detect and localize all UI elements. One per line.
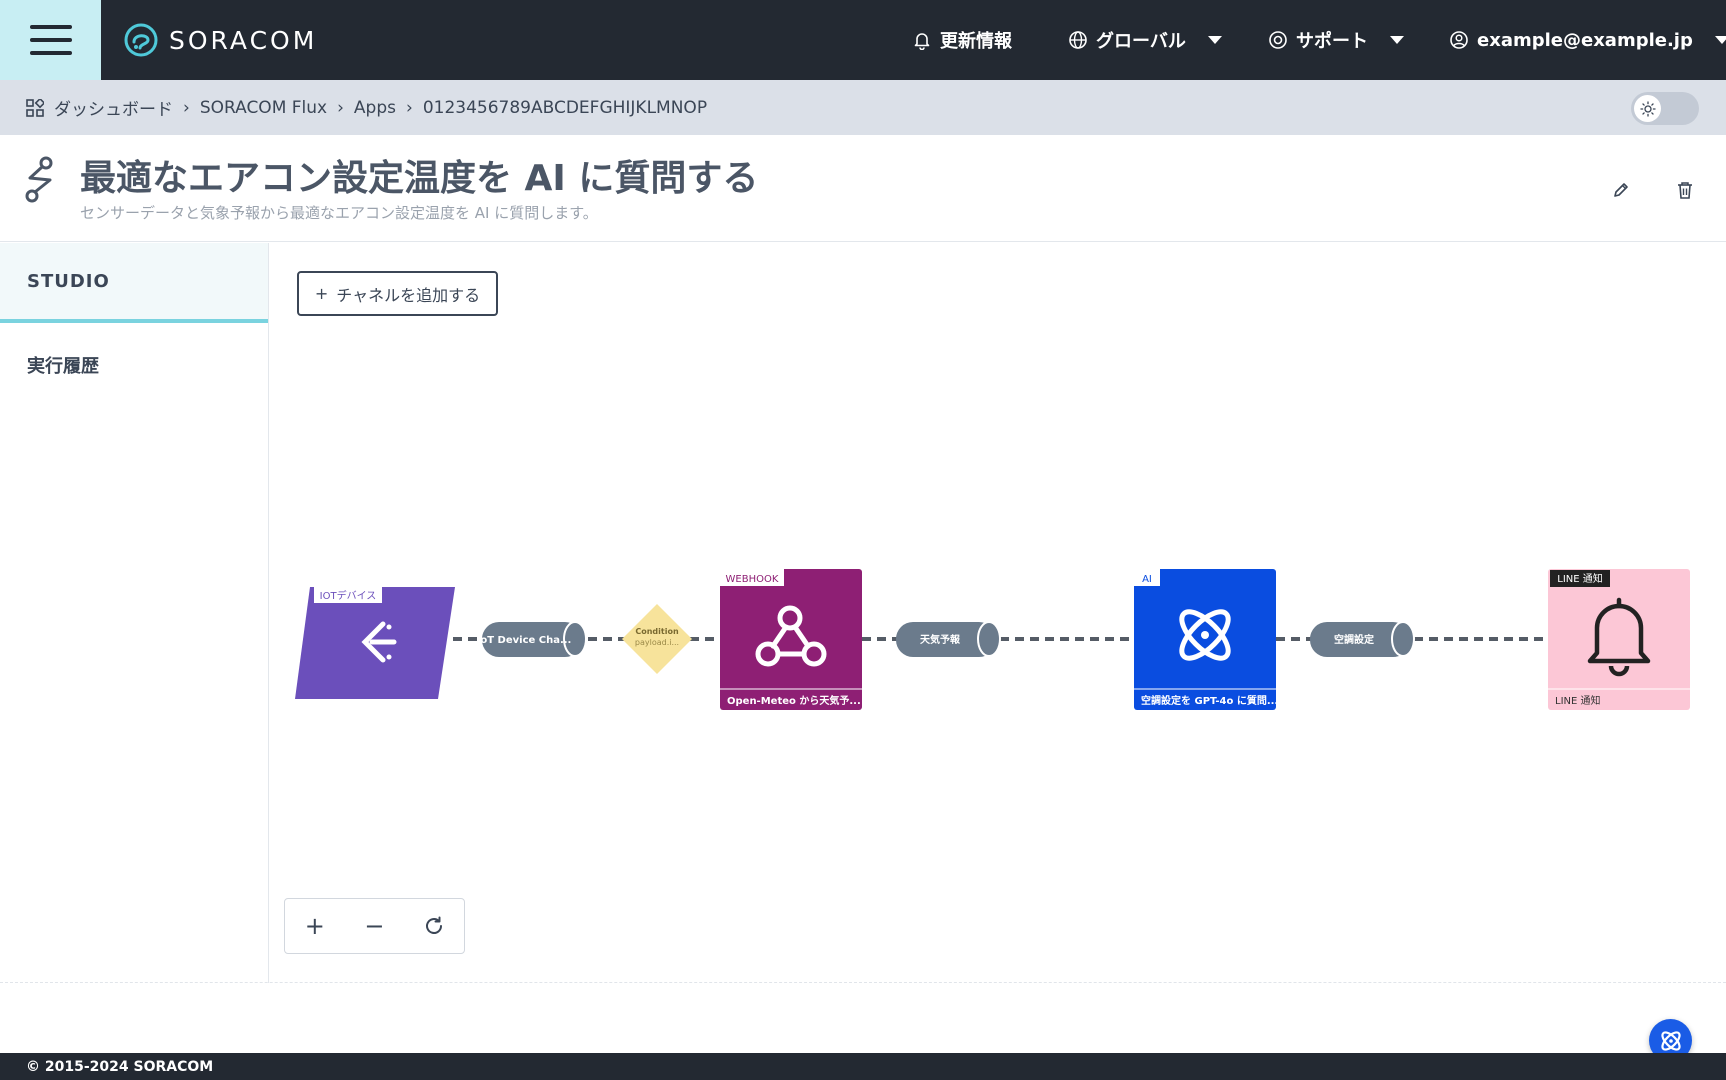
ac-channel-node[interactable]: 空調設定 [1310, 621, 1415, 657]
page-title: 最適なエアコン設定温度を AI に質問する [80, 158, 759, 199]
support-dropdown[interactable]: サポート [1268, 0, 1404, 80]
footer: © 2015-2024 SORACOM [0, 1053, 1726, 1080]
region-label: グローバル [1096, 31, 1186, 52]
atom-icon [1660, 1030, 1681, 1051]
tab-history[interactable]: 実行履歴 [27, 356, 99, 377]
iot-channel-node[interactable]: IoT Device Cha... [477, 621, 587, 657]
line-node-tag: LINE 通知 [1557, 572, 1603, 585]
content-divider [0, 982, 1726, 983]
copyright-text: © 2015-2024 SORACOM [26, 1058, 214, 1075]
flux-app-icon [25, 156, 53, 203]
breadcrumb-apps[interactable]: Apps [353, 97, 396, 118]
dashboard-grid-icon [26, 98, 44, 117]
chevron-right-icon: › [406, 97, 413, 118]
webhook-node-tag: WEBHOOK [726, 574, 779, 585]
iot-node-tag: IOTデバイス [320, 589, 377, 602]
chevron-down-icon [1207, 36, 1222, 44]
soracom-logo[interactable]: SORACOM [123, 20, 317, 60]
line-notify-node[interactable]: LINE 通知 LINE 通知 [1548, 569, 1690, 710]
chevron-right-icon: › [183, 97, 190, 118]
iot-device-node[interactable]: IOTデバイス [295, 587, 455, 699]
support-label: サポート [1296, 31, 1368, 52]
globe-icon [1069, 31, 1087, 49]
menu-line-icon [29, 51, 72, 55]
hamburger-menu-button[interactable] [0, 0, 101, 80]
flux-input-icon [361, 621, 397, 663]
user-circle-icon [1450, 31, 1468, 49]
edit-button[interactable] [1606, 175, 1636, 205]
pencil-icon [1614, 183, 1628, 197]
page-header: 最適なエアコン設定温度を AI に質問する センサーデータと気象予報から最適なエ… [0, 135, 1726, 242]
webhook-node[interactable]: WEBHOOK Open-Meteo から天気予... [720, 569, 862, 710]
updates-nav[interactable]: 更新情報 [912, 0, 1012, 80]
account-label: example@example.jp [1477, 29, 1693, 51]
condition-node[interactable]: Condition payload.i... [622, 604, 692, 674]
line-node-label: LINE 通知 [1555, 694, 1601, 707]
bell-icon [1587, 597, 1651, 677]
zoom-in-button[interactable]: + [304, 912, 325, 940]
webhook-icon [755, 605, 827, 667]
breadcrumb: ダッシュボード › SORACOM Flux › Apps › 01234567… [26, 80, 707, 135]
zoom-controls: + − [284, 898, 465, 954]
region-dropdown[interactable]: グローバル [1068, 0, 1222, 80]
ai-node-tag: AI [1142, 574, 1152, 585]
chevron-down-icon [1714, 36, 1726, 44]
lifebuoy-icon [1269, 31, 1287, 49]
ac-channel-label: 空調設定 [1334, 633, 1374, 646]
trash-icon [1678, 182, 1692, 199]
top-header: SORACOM 更新情報 グローバル サポート example@exam [0, 0, 1726, 80]
page-subtitle: センサーデータと気象予報から最適なエアコン設定温度を AI に質問します。 [80, 204, 598, 222]
ai-node-label: 空調設定を GPT-4o に質問... [1141, 694, 1278, 707]
add-channel-label: チャネルを追加する [336, 285, 481, 305]
sun-icon [1634, 95, 1661, 122]
weather-channel-node[interactable]: 天気予報 [896, 621, 1001, 657]
theme-toggle[interactable] [1631, 92, 1699, 125]
atom-icon [1179, 609, 1231, 661]
menu-line-icon [29, 38, 72, 42]
reset-zoom-button[interactable] [414, 906, 454, 946]
zoom-out-button[interactable]: − [364, 912, 385, 940]
chevron-down-icon [1390, 36, 1404, 44]
condition-title: Condition [635, 627, 679, 636]
ai-node[interactable]: AI 空調設定を GPT-4o に質問... [1134, 569, 1278, 710]
bell-icon [914, 33, 930, 50]
breadcrumb-bar: ダッシュボード › SORACOM Flux › Apps › 01234567… [0, 80, 1726, 135]
weather-channel-label: 天気予報 [920, 633, 961, 646]
soracom-logo-icon [124, 23, 158, 57]
menu-line-icon [29, 25, 72, 29]
chevron-right-icon: › [337, 97, 344, 118]
breadcrumb-flux[interactable]: SORACOM Flux [199, 97, 328, 118]
iot-channel-label: IoT Device Cha... [477, 635, 572, 646]
refresh-icon [426, 916, 443, 934]
condition-expr: payload.i... [635, 638, 679, 647]
add-channel-button[interactable]: + チャネルを追加する [297, 271, 498, 316]
breadcrumb-app-id: 0123456789ABCDEFGHIJKLMNOP [422, 97, 708, 118]
brand-name: SORACOM [169, 25, 318, 55]
plus-icon: + [314, 284, 329, 303]
side-nav: STUDIO 実行履歴 [0, 243, 269, 983]
webhook-node-label: Open-Meteo から天気予... [727, 694, 861, 707]
delete-button[interactable] [1670, 175, 1700, 205]
breadcrumb-dashboard[interactable]: ダッシュボード [54, 100, 173, 120]
tab-studio[interactable]: STUDIO [0, 243, 268, 323]
updates-label: 更新情報 [940, 31, 1012, 52]
account-dropdown[interactable]: example@example.jp [1449, 0, 1726, 80]
